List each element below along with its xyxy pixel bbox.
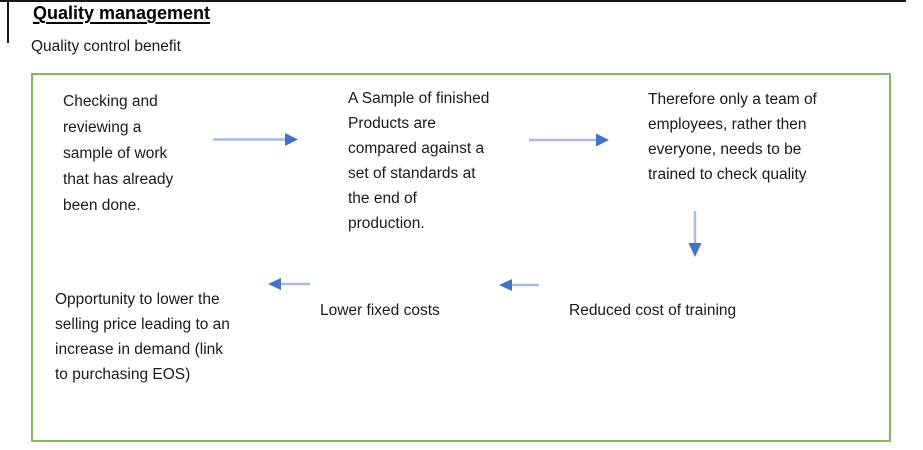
text-line: reviewing a (63, 119, 142, 136)
step-lower-price-opportunity: Opportunity to lower the selling price l… (55, 287, 230, 387)
page-left-rule (7, 0, 9, 43)
text-line: Therefore only a team of (648, 91, 817, 108)
text-line: Opportunity to lower the (55, 291, 220, 308)
step-team-trained: Therefore only a team of employees, rath… (648, 87, 817, 187)
step-check-sample: Checking and reviewing a sample of work … (63, 89, 173, 219)
step-lower-fixed-costs: Lower fixed costs (320, 302, 440, 319)
page-title: Quality management (33, 3, 211, 23)
text-line: A Sample of finished (348, 90, 490, 107)
text-line: Products are (348, 115, 436, 132)
text-line: employees, rather then (648, 116, 807, 133)
diagram-border-box (31, 73, 891, 442)
text-line: sample of work (63, 145, 168, 162)
text-line: selling price leading to an (55, 316, 230, 333)
text-line: to purchasing EOS) (55, 366, 191, 383)
text-line: been done. (63, 197, 141, 214)
text-line: increase in demand (link (55, 341, 224, 358)
text-line: set of standards at (348, 165, 476, 182)
text-line: that has already (63, 171, 174, 188)
text-line: production. (348, 215, 425, 232)
text-line: everyone, needs to be (648, 141, 802, 158)
text-line: trained to check quality (648, 166, 807, 183)
text-line: Checking and (63, 93, 158, 110)
step-compare-standards: A Sample of finished Products are compar… (348, 86, 489, 236)
page-subtitle: Quality control benefit (31, 38, 181, 55)
page-top-rule (0, 0, 906, 2)
step-reduced-training-cost: Reduced cost of training (569, 302, 737, 319)
text-line: the end of (348, 190, 417, 207)
text-line: compared against a (348, 140, 485, 157)
